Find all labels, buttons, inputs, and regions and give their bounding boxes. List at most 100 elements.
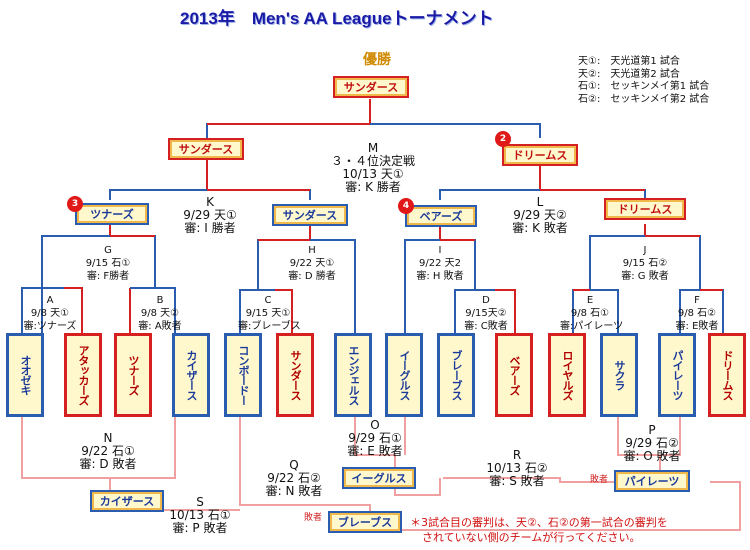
k-left-winner-box: ツナーズ	[75, 203, 149, 225]
match-note-h: H 9/22 天① 審: D 勝者	[270, 244, 354, 283]
match-id: S	[196, 495, 204, 509]
match-detail: 審: E 敗者	[347, 444, 403, 458]
match-detail: 審: P 敗者	[172, 521, 228, 535]
match-detail: 審: S 敗者	[489, 474, 545, 488]
match-detail: 審: E敗者	[675, 321, 719, 332]
match-note-s: S 10/13 石① 審: P 敗者	[160, 496, 240, 535]
match-note-b: B 9/8 天② 審: A敗者	[130, 294, 190, 333]
match-detail: 審: F勝者	[86, 271, 130, 282]
team-box: カイザース	[172, 333, 210, 417]
match-id: P	[648, 423, 656, 437]
match-note-k: K 9/29 天① 審: I 勝者	[172, 196, 248, 235]
team-box: オオゼキ	[6, 333, 44, 417]
match-detail: 9/15 石①	[85, 258, 131, 269]
match-detail: 9/22 石①	[81, 444, 135, 458]
match-detail: 審: O 敗者	[623, 449, 681, 463]
q-winner-box: ブレーブス	[328, 511, 402, 533]
team-box: アタッカーズ	[64, 333, 102, 417]
team-box: イーグルス	[385, 333, 423, 417]
team-box: ブレーブス	[437, 333, 475, 417]
champion-label: 優勝	[363, 52, 391, 68]
match-detail: 審: N 敗者	[265, 484, 323, 498]
match-id: A	[46, 295, 54, 306]
match-note-o: O 9/29 石① 審: E 敗者	[338, 419, 412, 458]
match-id: L	[536, 195, 544, 209]
footnote-line: されていない側のチームが行ってください。	[422, 531, 641, 544]
match-detail: 9/29 天①	[183, 208, 237, 222]
match-note-p: P 9/29 石② 審: O 敗者	[612, 424, 692, 463]
champion-box: サンダース	[333, 76, 409, 98]
loser-tag: 敗者	[590, 475, 609, 485]
match-detail: 審: I 勝者	[184, 221, 236, 235]
team-box: コンボードー	[224, 333, 262, 417]
team-box: ドリームス	[708, 333, 746, 417]
match-detail: 10/13 石①	[169, 508, 231, 522]
match-id: F	[694, 295, 700, 306]
match-detail: 9/29 石②	[625, 436, 679, 450]
match-detail: 審: K 敗者	[512, 221, 568, 235]
match-note-q: Q 9/22 石② 審: N 敗者	[254, 459, 334, 498]
referee-footnote: ＊3試合目の審判は、天②、石②の第一試合の審判を されていない側のチームが行って…	[410, 515, 740, 545]
game-number-badge: 3	[67, 196, 83, 212]
match-id: R	[512, 448, 522, 462]
game-number-badge: 4	[398, 198, 414, 214]
k-right-winner-box: サンダース	[272, 204, 348, 226]
match-note-c: C 9/15 天① 審:ブレーブス	[238, 294, 301, 333]
match-detail: 審:ブレーブス	[238, 321, 301, 332]
match-id: J	[643, 245, 647, 256]
match-note-f: F 9/8 石② 審: E敗者	[667, 294, 727, 333]
match-id: E	[586, 295, 594, 306]
match-detail: 審: D 勝者	[288, 271, 336, 282]
match-id: Q	[289, 458, 299, 472]
match-detail: 審: D 敗者	[79, 457, 137, 471]
legend-item: 石①: セッキンメイ第1 試合	[578, 81, 710, 92]
match-note-a: A 9/8 天① 審:ツナーズ	[18, 294, 82, 333]
team-box: サクラ	[600, 333, 638, 417]
o-winner-box: イーグルス	[342, 467, 416, 489]
match-detail: 9/8 天①	[30, 308, 70, 319]
match-note-d: D 9/15天② 審: C敗者	[455, 294, 517, 333]
game-number-badge: 2	[495, 131, 511, 147]
right-final-winner-box: ドリームス	[502, 144, 578, 166]
match-detail: 審: G 敗者	[621, 271, 669, 282]
match-detail: 9/22 天2	[419, 258, 461, 269]
l-left-winner-box: ベアーズ	[405, 205, 477, 227]
team-box: パイレーツ	[658, 333, 696, 417]
match-id: N	[103, 431, 113, 445]
match-id: D	[482, 295, 490, 306]
team-box: ベアーズ	[495, 333, 533, 417]
match-id: C	[264, 295, 272, 306]
match-detail: 9/15 天①	[245, 308, 291, 319]
match-detail: 9/22 天①	[289, 258, 335, 269]
p-winner-box: パイレーツ	[614, 470, 690, 492]
match-note-g: G 9/15 石① 審: F勝者	[70, 244, 146, 283]
legend-item: 石②: セッキンメイ第2 試合	[578, 93, 710, 105]
loser-tag: 敗者	[304, 513, 323, 523]
match-note-n: N 9/22 石① 審: D 敗者	[60, 432, 156, 471]
team-box: ツナーズ	[114, 333, 152, 417]
left-final-winner-box: サンダース	[168, 138, 244, 160]
match-detail: 9/8 天②	[140, 308, 180, 319]
match-note-r: R 10/13 石② 審: S 敗者	[474, 449, 560, 488]
legend-item: 天②: 天光道第2 試合	[578, 68, 680, 80]
match-detail: 9/22 石②	[267, 471, 321, 485]
team-box: サンダース	[276, 333, 314, 417]
footnote-line: ＊3試合目の審判は、天②、石②の第一試合の審判を	[410, 516, 668, 529]
match-id: K	[206, 195, 214, 209]
match-detail: 9/29 石①	[348, 431, 402, 445]
match-detail: 9/15 石②	[622, 258, 668, 269]
match-detail: 9/15天②	[465, 308, 507, 319]
match-detail: 10/13 石②	[486, 461, 548, 475]
n-winner-box: カイザース	[90, 490, 164, 512]
match-detail: 審: H 敗者	[416, 271, 464, 282]
match-detail: 審:パイレーツ	[560, 321, 624, 332]
match-id: G	[104, 245, 112, 256]
match-id: O	[370, 418, 380, 432]
match-id: I	[438, 245, 442, 256]
match-id: M	[367, 141, 379, 155]
match-detail: ３・４位決定戦	[330, 154, 415, 168]
match-detail: 9/8 石②	[677, 308, 717, 319]
match-note-e: E 9/8 石① 審:パイレーツ	[560, 294, 624, 333]
match-detail: 審: K 勝者	[345, 180, 401, 194]
